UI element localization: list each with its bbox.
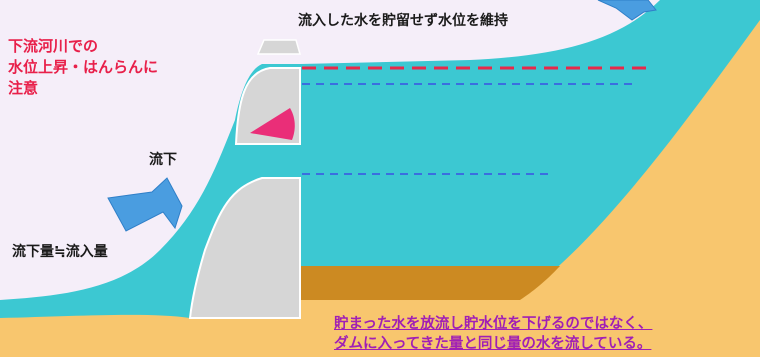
note-line-2: ダムに入ってきた量と同じ量の水を流している。 xyxy=(334,336,652,352)
top-caption: 流入した水を貯留せず水位を維持 xyxy=(298,13,508,29)
note-line-1: 貯まった水を放流し貯水位を下げるのではなく、 xyxy=(334,316,653,332)
warning-line-1: 下流河川での xyxy=(8,37,99,55)
explanation-note: 貯まった水を放流し貯水位を下げるのではなく、 ダムに入ってきた量と同じ量の水を流… xyxy=(334,314,652,354)
warning-line-3: 注意 xyxy=(8,79,39,97)
outflow-arrow-icon xyxy=(107,177,183,232)
warning-line-2: 水位上昇・はんらんに xyxy=(8,58,159,76)
sediment-layer xyxy=(300,266,560,300)
ground xyxy=(0,20,760,357)
dam-body-lower xyxy=(188,177,301,319)
dam-crest-marker xyxy=(256,39,301,55)
outflow-label: 流下 xyxy=(149,152,177,168)
outflow-equals-inflow-label: 流下量≒流入量 xyxy=(12,244,108,260)
downstream-warning: 下流河川での 水位上昇・はんらんに 注意 xyxy=(8,36,158,99)
gate-icon xyxy=(250,108,295,140)
inflow-arrow-icon xyxy=(597,0,657,21)
